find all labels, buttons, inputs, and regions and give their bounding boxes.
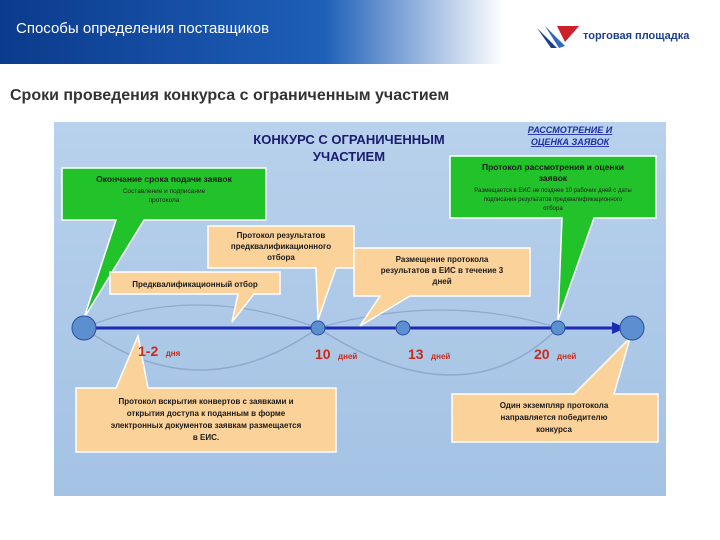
page-title: Способы определения поставщиков [16, 20, 270, 37]
callout-review-heading: заявок [539, 173, 568, 183]
callout-envelope-protocol [75, 333, 337, 453]
callout-deadline-text: Составление и подписание [123, 188, 206, 195]
callout-review-text: отбора [543, 206, 563, 212]
day-unit: дней [557, 352, 576, 361]
diagram-title-line2: УЧАСТИЕМ [313, 149, 385, 164]
callout-envelope-text: в ЕИС. [193, 433, 219, 442]
day-label: 1-2 дня [138, 343, 181, 360]
timeline-end-node [619, 315, 645, 341]
callout-deadline-heading: Окончание срока подачи заявок [96, 174, 232, 184]
arc-segment [83, 327, 319, 371]
callout-prequal-selection-text: Предквалификационный отбор [132, 280, 258, 289]
timeline-node [395, 320, 411, 336]
callout-placement-text: дней [432, 277, 451, 286]
day-unit: дня [166, 349, 181, 358]
callout-prequal-results-text: отбора [267, 253, 295, 262]
callout-review-protocol [449, 155, 657, 321]
diagram: КОНКУРС С ОГРАНИЧЕННЫМ УЧАСТИЕМ РАССМОТР… [54, 122, 666, 496]
callout-prequal-results-text: предквалификационного [231, 242, 331, 251]
review-heading-line2: ОЦЕНКА ЗАЯВОК [531, 137, 611, 147]
day-label: 20 дней [534, 346, 576, 363]
arc-segment [317, 327, 559, 376]
timeline-node [310, 320, 326, 336]
timeline-arrowhead [612, 322, 626, 334]
callout-placement [353, 247, 531, 327]
logo: торговая площадка [535, 22, 715, 52]
logo-text: торговая площадка [583, 30, 690, 42]
day-number: 13 [408, 346, 424, 362]
logo-icon [537, 26, 579, 48]
callout-winner-text: конкурса [536, 425, 572, 434]
callout-prequal-results [207, 225, 355, 321]
callout-envelope-text: электронных документов заявкам размещает… [111, 421, 302, 430]
timeline-start-node [71, 315, 97, 341]
callout-envelope-text: открытия доступа к поданным в форме [127, 409, 286, 418]
day-label: 13 дней [408, 346, 450, 363]
callout-prequal-results-text: Протокол результатов [237, 231, 326, 240]
arc-segment [317, 309, 559, 329]
callout-winner-text: Один экземпляр протокола [500, 401, 609, 410]
day-label: 10 дней [315, 346, 357, 363]
day-unit: дней [338, 352, 357, 361]
diagram-title: КОНКУРС С ОГРАНИЧЕННЫМ [253, 132, 444, 147]
callout-deadline-text: протокола [149, 197, 180, 204]
review-heading: РАССМОТРЕНИЕ И [528, 125, 613, 135]
callout-placement-text: Размещение протокола [396, 255, 489, 264]
arc-segment [83, 304, 319, 329]
callout-placement-text: результатов в ЕИС в течение 3 [381, 266, 504, 275]
slide-subtitle: Сроки проведения конкурса с ограниченным… [10, 87, 450, 104]
day-number: 20 [534, 346, 550, 362]
callout-envelope-text: Протокол вскрытия конвертов с заявками и [118, 397, 293, 406]
day-unit: дней [431, 352, 450, 361]
callout-winner-text: направляется победителю [501, 413, 608, 422]
callout-deadline [61, 167, 267, 319]
callout-review-text: Размещается в ЕИС не позднее 10 рабочих … [474, 187, 631, 194]
callout-review-heading: Протокол рассмотрения и оценки [482, 162, 624, 172]
day-number: 10 [315, 346, 331, 362]
timeline-node [550, 320, 566, 336]
day-number: 1-2 [138, 343, 158, 359]
callout-review-text: подписания результатов предквалификацион… [484, 197, 623, 203]
header-bar [0, 0, 720, 64]
callout-prequal-selection [109, 271, 281, 323]
callout-winner-copy [451, 335, 659, 443]
